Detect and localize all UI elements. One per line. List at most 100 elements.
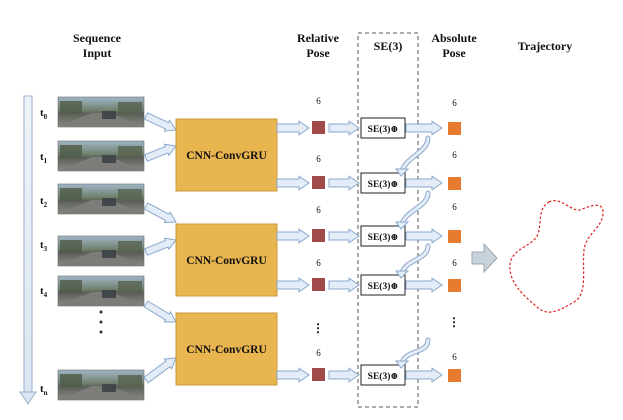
feedback-arrow	[400, 338, 430, 365]
relative-pose-box	[312, 278, 325, 291]
time-label-3: t3	[40, 239, 48, 253]
input-arrow	[143, 112, 177, 132]
feedback-arrow-head	[395, 360, 410, 369]
time-label-base: t	[40, 195, 44, 207]
se3-compose-box	[360, 364, 406, 386]
se3-compose-box	[360, 117, 406, 139]
relative-pose-dim: 6	[316, 258, 321, 268]
absolute-pose-dim: 6	[452, 98, 457, 108]
relative-to-se3-arrow	[328, 228, 360, 244]
time-label-sub: 2	[44, 201, 48, 209]
feedback-arrow	[400, 136, 430, 173]
header-sequence-input-line2: Input	[83, 46, 112, 60]
absolute-pose-ellipsis: ⋮	[448, 315, 460, 329]
se3-dashed-region	[357, 32, 419, 408]
relative-to-se3-arrow	[328, 277, 360, 293]
header-relative-pose-line2: Pose	[306, 46, 330, 60]
header-absolute-pose-line1: Absolute	[431, 31, 477, 45]
relative-pose-ellipsis: ⋮	[312, 321, 324, 335]
input-arrow	[144, 237, 177, 256]
absolute-pose-box	[448, 230, 461, 243]
time-label-4: t4	[40, 285, 48, 299]
cnn-convgru-block: CNN-ConvGRU	[175, 223, 278, 297]
absolute-pose-dim: 6	[452, 352, 457, 362]
time-label-base: t	[40, 239, 44, 251]
se3-to-absolute-arrow	[405, 367, 443, 383]
header-absolute-pose-line2: Pose	[442, 46, 466, 60]
cnn-convgru-label: CNN-ConvGRU	[186, 344, 267, 356]
pose-row: 6SE(3)⊕6	[276, 150, 461, 194]
se3-compose-box	[360, 274, 406, 296]
trajectory-curve	[509, 200, 604, 313]
cnn-convgru-label: CNN-ConvGRU	[186, 255, 267, 267]
input-arrow	[143, 300, 177, 323]
cnn-to-relative-arrow	[276, 120, 310, 136]
absolute-pose-dim: 6	[452, 150, 457, 160]
time-label-base: t	[40, 151, 44, 163]
relative-pose-dim: 6	[316, 348, 321, 358]
cnn-to-relative-arrow	[276, 367, 310, 383]
time-label-1: t1	[40, 151, 48, 165]
feedback-arrow	[400, 191, 430, 226]
frame-thumbnail	[57, 96, 145, 128]
feedback-arrow-head	[395, 270, 410, 279]
time-axis-arrow	[19, 95, 37, 405]
se3-compose-box	[360, 172, 406, 194]
time-label-sub: n	[44, 389, 48, 397]
se3-to-absolute-arrow	[405, 175, 443, 191]
se3-compose-label: SE(3)⊕	[368, 124, 399, 135]
input-arrow	[143, 202, 177, 224]
pose-row: 6SE(3)⊕ 6	[276, 348, 461, 386]
absolute-pose-dim: 6	[452, 258, 457, 268]
time-label-2: t2	[40, 195, 48, 209]
absolute-pose-dim: 6	[452, 202, 457, 212]
relative-to-se3-arrow	[328, 367, 360, 383]
time-label-sub: 1	[44, 157, 48, 165]
relative-pose-box	[312, 229, 325, 242]
cnn-convgru-block: CNN-ConvGRU	[175, 118, 278, 192]
time-label-n: tn	[40, 383, 48, 397]
relative-pose-dim: 6	[316, 205, 321, 215]
relative-to-se3-arrow	[328, 120, 360, 136]
time-label-base: t	[40, 107, 44, 119]
pose-row: 6SE(3)⊕ 6	[276, 258, 461, 296]
se3-to-absolute-arrow	[405, 228, 443, 244]
feedback-arrow-head	[395, 221, 410, 230]
absolute-pose-box	[448, 177, 461, 190]
cnn-to-relative-arrow	[276, 175, 310, 191]
time-label-sub: 3	[44, 245, 48, 253]
cnn-to-relative-arrow	[276, 228, 310, 244]
header-se3: SE(3)	[374, 39, 403, 53]
input-frames	[57, 96, 145, 401]
time-label-0: t0	[40, 107, 48, 121]
absolute-pose-box	[448, 122, 461, 135]
cnn-convgru-label: CNN-ConvGRU	[186, 150, 267, 162]
header-sequence-input-line1: Sequence	[73, 31, 122, 45]
feedback-arrow	[400, 244, 430, 275]
header-relative-pose-line1: Relative	[297, 31, 340, 45]
input-arrow	[144, 143, 177, 162]
cnn-to-relative-arrow	[276, 277, 310, 293]
trajectory-arrow	[471, 242, 498, 274]
absolute-pose-box	[448, 279, 461, 292]
se3-compose-label: SE(3)⊕	[368, 371, 399, 382]
input-arrows	[143, 112, 177, 384]
se3-compose-label: SE(3)⊕	[368, 281, 399, 292]
frame-thumbnail	[57, 369, 145, 401]
se3-compose-box	[360, 225, 406, 247]
se3-to-absolute-arrow	[405, 120, 443, 136]
se3-to-absolute-arrow	[405, 277, 443, 293]
frame-thumbnail	[57, 183, 145, 215]
absolute-pose-box	[448, 369, 461, 382]
relative-pose-box	[312, 368, 325, 381]
header-trajectory: Trajectory	[518, 39, 572, 53]
time-label-base: t	[40, 285, 44, 297]
input-arrow	[143, 357, 177, 384]
frame-thumbnail	[57, 275, 145, 307]
pose-row: 6SE(3)⊕6	[276, 96, 461, 139]
frame-ellipsis	[99, 310, 103, 334]
